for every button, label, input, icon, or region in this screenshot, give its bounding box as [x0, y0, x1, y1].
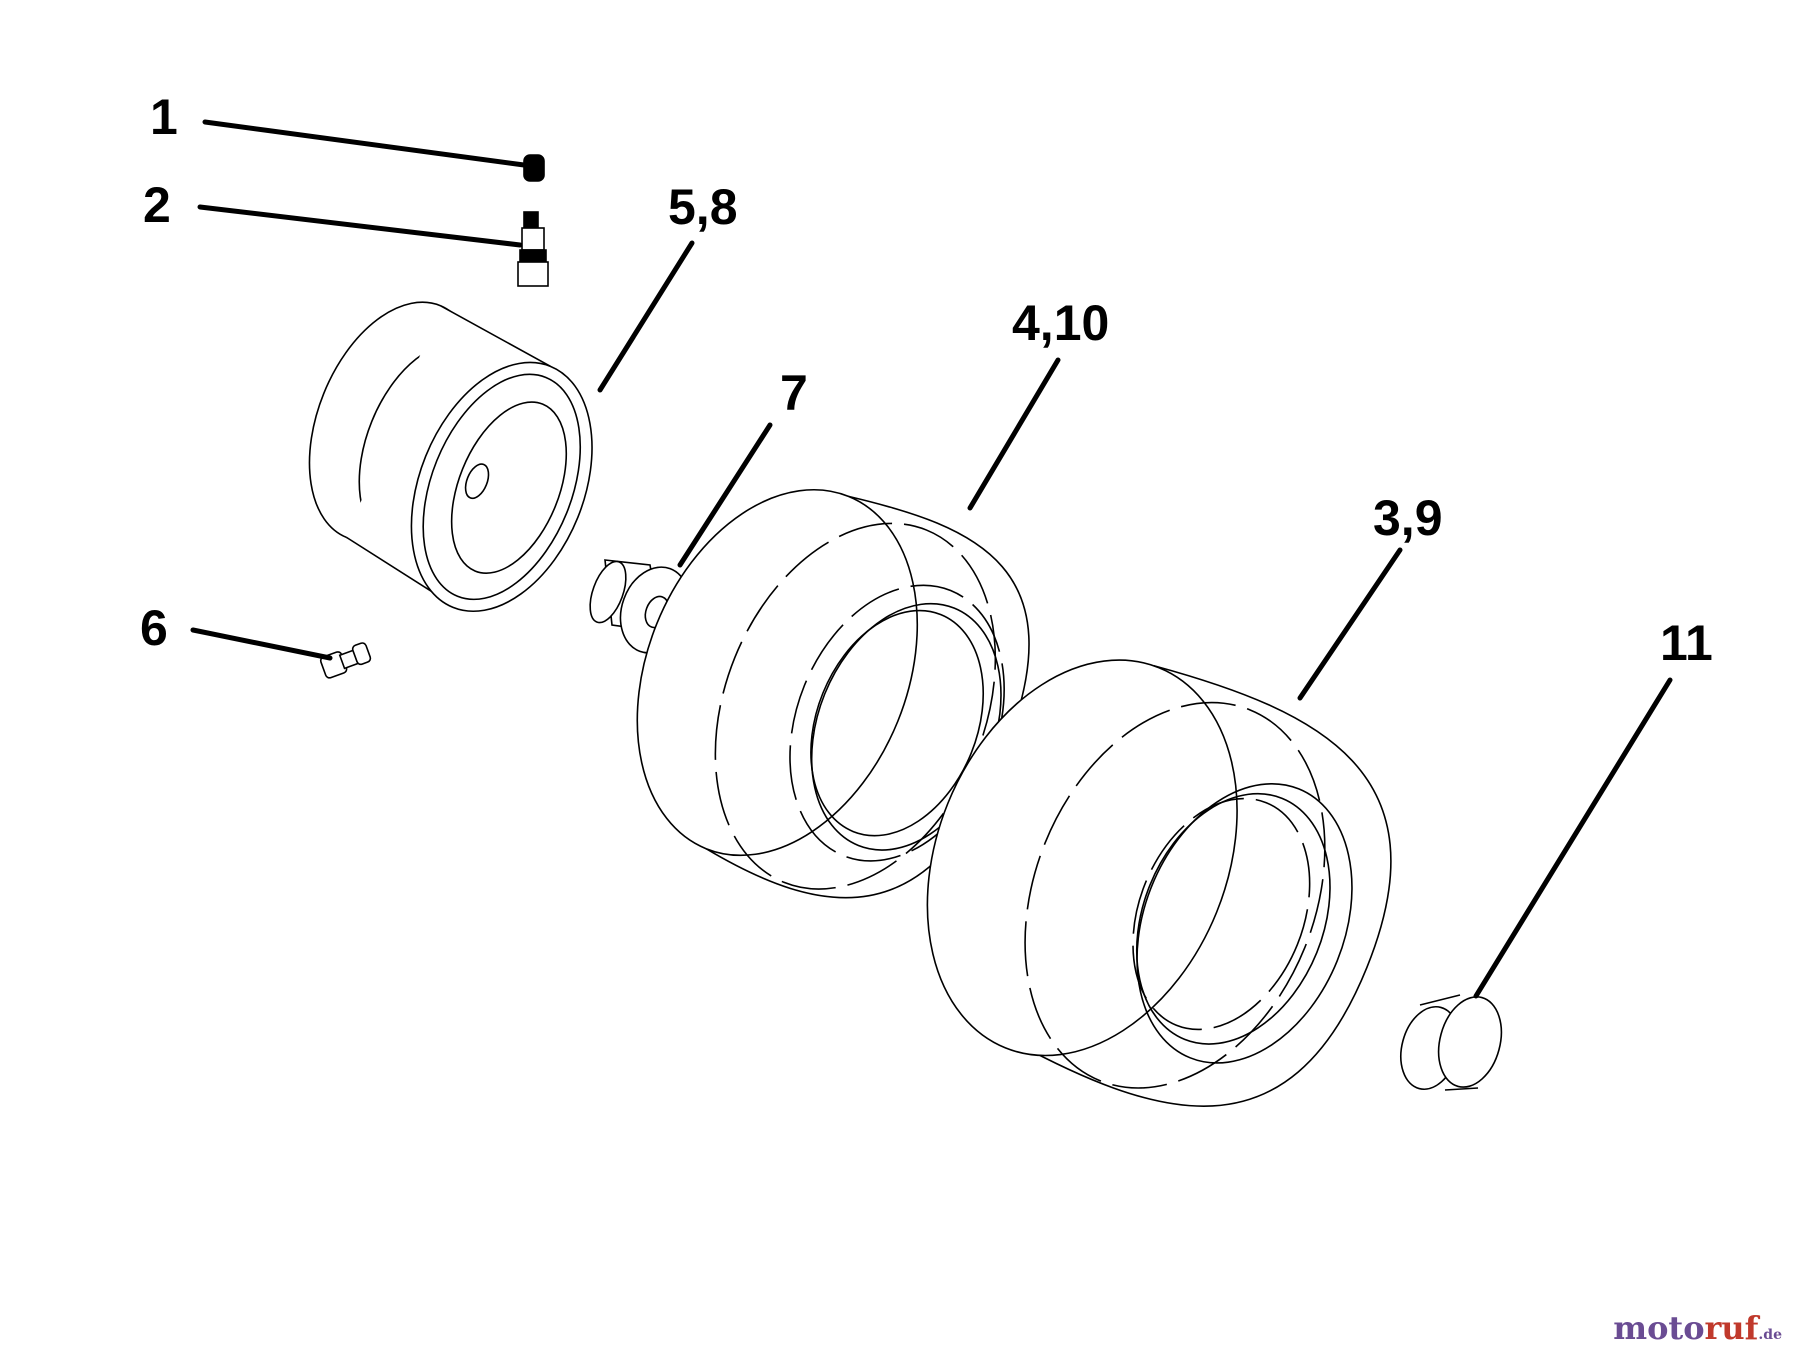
callout-4-10: 4,10: [1012, 295, 1109, 351]
wheel-rim: [308, 301, 593, 613]
watermark-part1: moto: [1613, 1309, 1705, 1347]
grease-fitting-part: [319, 642, 372, 679]
valve-cap-part: [523, 154, 545, 182]
leader-line-7: [677, 422, 773, 568]
callout-2: 2: [143, 177, 171, 233]
leader-line-1: [202, 119, 527, 168]
tire-rear: [926, 659, 1392, 1107]
leader-line-3-9: [1297, 547, 1403, 701]
leader-line-11: [1473, 677, 1673, 999]
callout-5-8: 5,8: [668, 179, 738, 235]
valve-stem-part: [517, 211, 549, 287]
watermark-suffix: .de: [1758, 1327, 1782, 1343]
leader-line-5-8: [597, 240, 695, 393]
callout-11: 11: [1660, 615, 1713, 671]
callout-6: 6: [140, 600, 168, 656]
callout-3-9: 3,9: [1373, 490, 1443, 546]
leader-line-6: [190, 627, 333, 661]
hub-cap: [1400, 982, 1503, 1092]
callout-7: 7: [780, 365, 808, 421]
tire-front: [636, 488, 1030, 899]
leader-line-2: [197, 204, 523, 248]
watermark-logo: motoruf.de: [1613, 1309, 1782, 1347]
leader-line-4-10: [967, 357, 1061, 511]
callout-1: 1: [150, 89, 178, 145]
watermark-part2: ruf: [1704, 1309, 1759, 1347]
